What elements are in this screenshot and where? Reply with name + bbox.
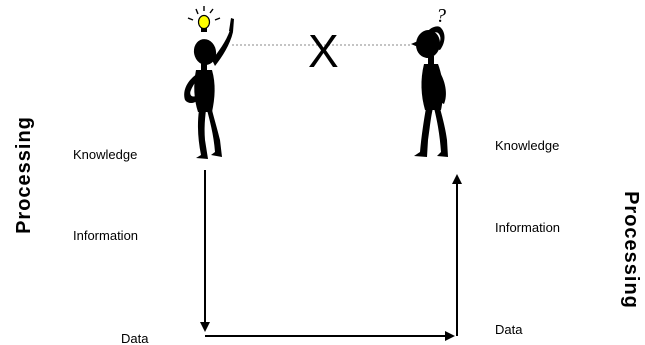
right-processing-label: Processing: [620, 191, 642, 309]
left-knowledge-label: Knowledge: [73, 147, 138, 162]
left-processing-label: Processing: [13, 116, 35, 234]
question-mark-icon: ?: [436, 5, 446, 27]
right-figure-icon: ?: [411, 5, 448, 157]
lightbulb-icon: [187, 6, 221, 32]
transfer-blocked-mark: X: [308, 25, 339, 77]
left-data-label: Data: [121, 331, 149, 345]
left-figure-icon: [184, 6, 234, 159]
right-information-label: Information: [495, 220, 561, 235]
right-knowledge-label: Knowledge: [495, 138, 560, 153]
right-data-label: Data: [495, 322, 523, 337]
left-information-label: Information: [73, 228, 139, 243]
